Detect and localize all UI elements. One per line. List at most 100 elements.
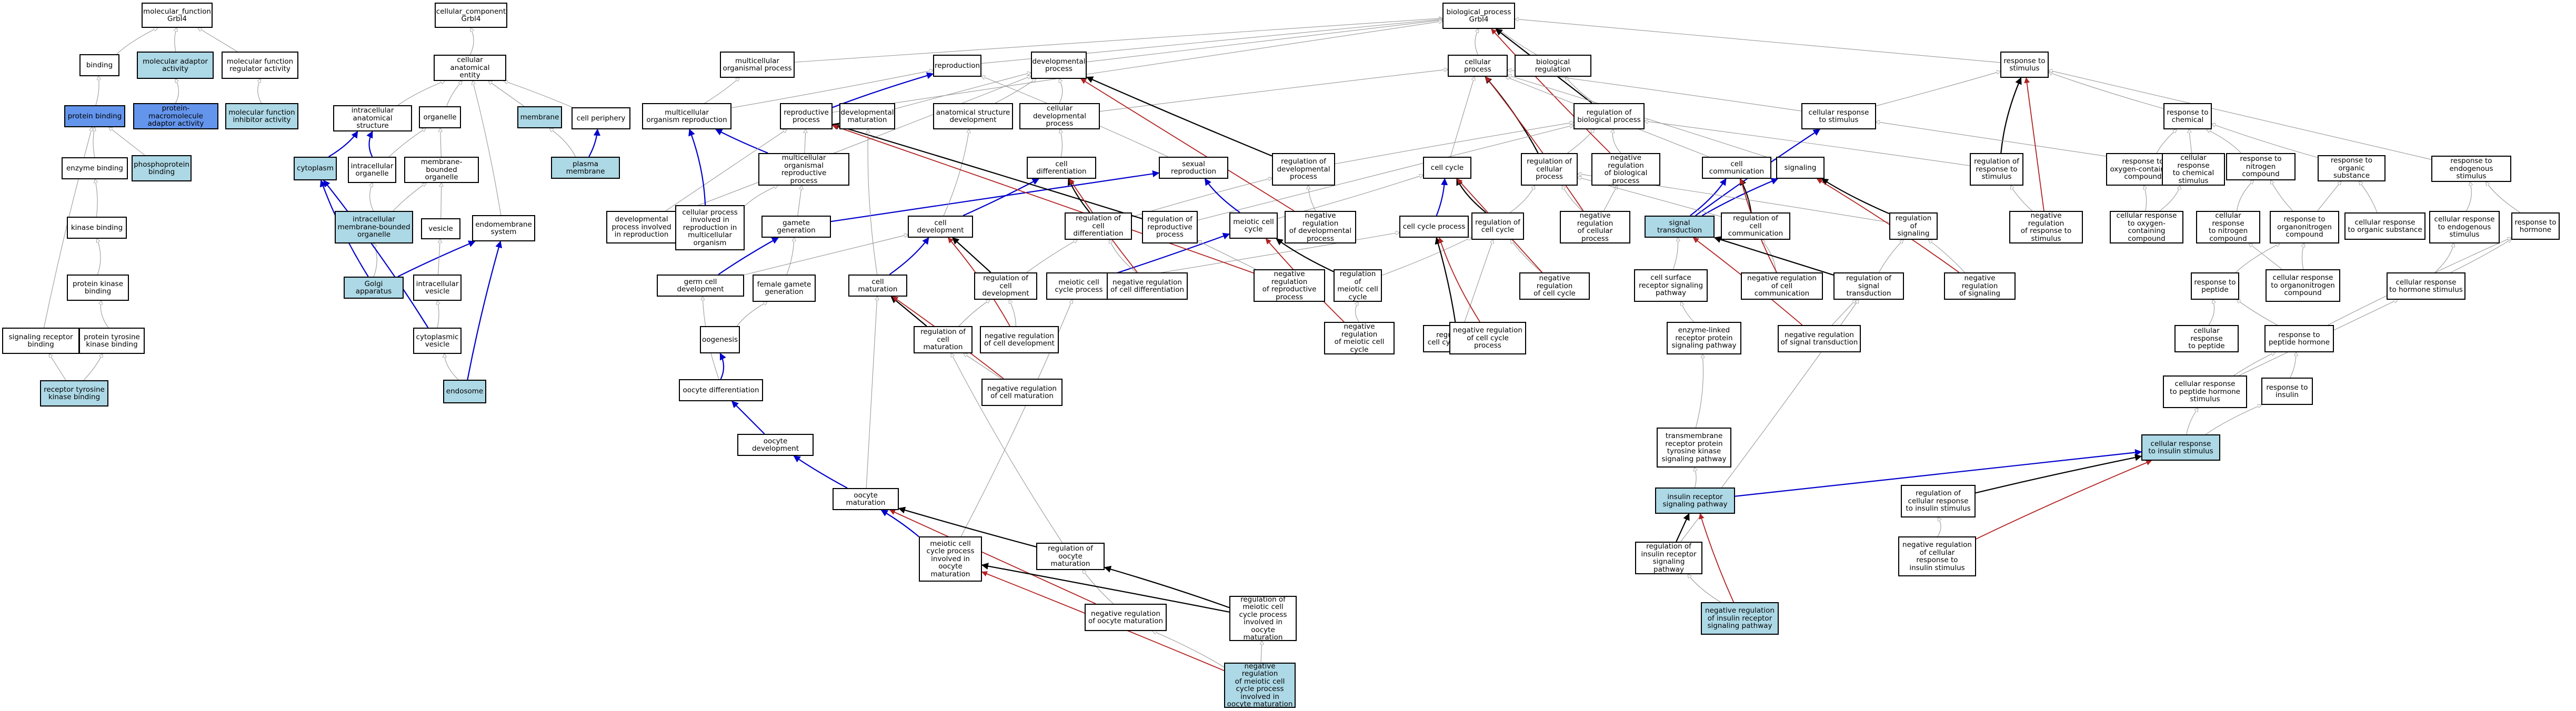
go-term-neg-reg-cell-mat[interactable]: negative regulation of cell maturation [981, 379, 1063, 406]
go-term-reg-signaling[interactable]: regulation of signaling [1889, 212, 1938, 240]
go-term-neg-reg-cell-resp-insulin[interactable]: negative regulation of cellular response… [1898, 536, 1976, 576]
go-term-cell-cycle[interactable]: cell cycle [1423, 157, 1471, 179]
go-term-resp-nitrogen[interactable]: response to nitrogen compound [2226, 153, 2296, 180]
go-term-neg-reg-signaling[interactable]: negative regulation of signaling [1944, 272, 2016, 300]
go-term-bp[interactable]: biological_process Grbl4 [1442, 3, 1515, 29]
go-term-cytoplasm[interactable]: cytoplasm [294, 157, 337, 180]
go-term-mol-adaptor[interactable]: molecular adaptor activity [137, 52, 214, 79]
go-term-mf-inhib[interactable]: molecular function inhibitor activity [225, 103, 298, 129]
go-term-neg-reg-cell-comm[interactable]: negative regulation of cell communicatio… [1741, 272, 1823, 300]
go-term-female-gamete[interactable]: female gamete generation [753, 275, 816, 302]
go-term-protein-binding[interactable]: protein binding [64, 105, 125, 127]
go-term-neg-reg-meiotic-cc[interactable]: negative regulation of meiotic cell cycl… [1324, 322, 1395, 354]
go-term-signaling[interactable]: signaling [1776, 157, 1825, 179]
go-term-resp-stim[interactable]: response to stimulus [2000, 52, 2049, 78]
go-term-cell-dev[interactable]: cell development [908, 216, 973, 238]
go-term-cell-resp-oxy[interactable]: cellular response to oxygen-containing c… [2110, 211, 2183, 243]
go-term-signal-transduction[interactable]: signal transduction [1645, 216, 1715, 238]
go-term-organelle[interactable]: organelle [419, 106, 461, 128]
go-term-dev-process[interactable]: developmental process [1031, 52, 1087, 79]
go-term-resp-chem[interactable]: response to chemical [2163, 103, 2212, 129]
go-term-kinase-binding[interactable]: kinase binding [67, 217, 127, 239]
go-term-neg-reg-cell-dev[interactable]: negative regulation of cell development [980, 326, 1059, 353]
go-term-vesicle[interactable]: vesicle [421, 218, 460, 239]
go-term-enzyme-binding[interactable]: enzyme binding [62, 157, 128, 179]
go-term-intra-org[interactable]: intracellular organelle [348, 157, 396, 183]
go-term-binding[interactable]: binding [79, 54, 119, 76]
go-term-resp-hormone[interactable]: response to hormone [2511, 212, 2560, 240]
go-term-neg-reg-bp[interactable]: negative regulation of biological proces… [1591, 153, 1660, 186]
go-term-plasma-membrane[interactable]: plasma membrane [551, 157, 620, 179]
go-term-oogenesis[interactable]: oogenesis [700, 326, 740, 353]
go-term-neg-reg-insulin-rsp[interactable]: negative regulation of insulin receptor … [1701, 602, 1779, 635]
go-term-sig-receptor[interactable]: signaling receptor binding [2, 328, 79, 354]
go-term-cyto-vesicle[interactable]: cytoplasmic vesicle [413, 328, 462, 354]
go-term-cell-resp-hormone[interactable]: cellular response to hormone stimulus [2387, 272, 2465, 300]
go-term-neg-reg-cp[interactable]: negative regulation of cellular process [1560, 211, 1630, 243]
go-term-golgi[interactable]: Golgi apparatus [344, 277, 404, 299]
go-term-oocyte-diff[interactable]: oocyte differentiation [679, 379, 763, 401]
go-term-neg-reg-resp[interactable]: negative regulation of response to stimu… [2009, 211, 2083, 243]
go-term-neg-reg-meiotic-ccp-oocyte[interactable]: negative regulation of meiotic cell cycl… [1224, 662, 1296, 708]
go-term-cell-cycle-process[interactable]: cell cycle process [1399, 216, 1469, 238]
go-term-cdp[interactable]: cellular developmental process [1019, 103, 1100, 129]
go-term-meiotic-cc[interactable]: meiotic cell cycle [1229, 212, 1278, 239]
go-term-dev-maturation[interactable]: developmental maturation [839, 103, 895, 129]
go-term-ptk-binding[interactable]: protein tyrosine kinase binding [79, 328, 145, 354]
go-term-mor[interactable]: multicellular organism reproduction [642, 103, 731, 129]
go-term-cell-resp-insulin[interactable]: cellular response to insulin stimulus [2141, 434, 2220, 461]
go-term-cc[interactable]: cellular_component Grbl4 [435, 3, 507, 28]
go-term-resp-organonitrogen[interactable]: response to organonitrogen compound [2270, 211, 2339, 243]
go-term-phosphoprotein[interactable]: phosphoprotein binding [132, 155, 192, 181]
go-term-protein-macro[interactable]: protein-macromolecule adaptor activity [133, 103, 218, 129]
go-term-reg-cell-resp-insulin[interactable]: regulation of cellular response to insul… [1901, 485, 1976, 517]
go-term-reg-oocyte-mat[interactable]: regulation of oocyte maturation [1036, 543, 1105, 570]
go-term-reg-bp[interactable]: regulation of biological process [1573, 103, 1645, 129]
go-term-neg-reg-signal-trans[interactable]: negative regulation of signal transducti… [1778, 325, 1861, 352]
go-term-bio-reg[interactable]: biological regulation [1515, 55, 1591, 77]
go-term-dev-repro[interactable]: developmental process involved in reprod… [606, 211, 677, 243]
go-term-membrane[interactable]: membrane [517, 106, 562, 128]
go-term-resp-organic[interactable]: response to organic substance [2318, 155, 2385, 181]
go-term-mbo[interactable]: membrane-bounded organelle [404, 157, 479, 183]
go-term-cp-repro[interactable]: cellular process involved in reproductio… [675, 205, 745, 250]
go-term-resp-insulin[interactable]: response to insulin [2261, 378, 2313, 405]
go-term-cell-maturation[interactable]: cell maturation [848, 275, 907, 297]
go-term-reg-meiotic-ccp-oocyte[interactable]: regulation of meiotic cell cycle process… [1229, 595, 1297, 641]
go-term-cellular-process[interactable]: cellular process [1448, 55, 1508, 77]
go-term-reproduction[interactable]: reproduction [933, 55, 981, 77]
go-term-cell-resp-stim[interactable]: cellular response to stimulus [1801, 103, 1876, 129]
go-term-cell-diff[interactable]: cell differentiation [1027, 157, 1096, 179]
go-term-neg-reg-cell-diff[interactable]: negative regulation of cell differentiat… [1107, 272, 1188, 300]
go-term-endomembrane[interactable]: endomembrane system [472, 215, 535, 241]
go-term-reg-cell-cycle[interactable]: regulation of cell cycle [1471, 212, 1524, 240]
go-term-reg-meiotic-cc[interactable]: regulation of meiotic cell cycle [1334, 269, 1382, 302]
go-term-morp[interactable]: multicellular organismal reproductive pr… [758, 153, 849, 186]
go-term-insulin-rsp[interactable]: insulin receptor signaling pathway [1655, 487, 1735, 514]
go-term-cell-resp-organic[interactable]: cellular response to organic substance [2344, 212, 2425, 240]
go-term-cell-resp-endo[interactable]: cellular response to endogenous stimulus [2429, 211, 2500, 243]
go-term-oocyte-dev[interactable]: oocyte development [737, 434, 814, 456]
go-term-cell-resp-nitrogen[interactable]: cellular response to nitrogen compound [2196, 211, 2260, 243]
go-term-sexual-repro[interactable]: sexual reproduction [1159, 157, 1228, 179]
go-term-meiotic-ccp-oocyte[interactable]: meiotic cell cycle process involved in o… [919, 536, 982, 582]
go-term-neg-reg-cell-cycle[interactable]: negative regulation of cell cycle [1519, 272, 1590, 300]
go-term-reg-insulin-rsp[interactable]: regulation of insulin receptor signaling… [1635, 542, 1702, 574]
go-term-meiotic-ccp[interactable]: meiotic cell cycle process [1046, 272, 1111, 300]
go-term-cell-resp-chem[interactable]: cellular response to chemical stimulus [2162, 153, 2225, 186]
go-term-resp-peptide-hormone[interactable]: response to peptide hormone [2264, 325, 2334, 352]
go-term-cell-surface-rsp[interactable]: cell surface receptor signaling pathway [1634, 269, 1708, 302]
go-term-reg-resp-stim[interactable]: regulation of response to stimulus [1970, 153, 2023, 186]
go-term-reg-cell-mat[interactable]: regulation of cell maturation [914, 326, 973, 353]
go-term-pk-binding[interactable]: protein kinase binding [67, 275, 129, 301]
go-term-cae[interactable]: cellular anatomical entity [434, 55, 506, 81]
go-term-repro-process[interactable]: reproductive process [780, 103, 833, 129]
go-term-rtk-binding[interactable]: receptor tyrosine kinase binding [40, 380, 108, 407]
go-term-gamete[interactable]: gamete generation [761, 216, 831, 238]
go-term-reg-cell-diff[interactable]: regulation of cell differentiation [1065, 212, 1132, 240]
go-term-enzyme-linked[interactable]: enzyme-linked receptor protein signaling… [1667, 322, 1741, 354]
go-term-reg-signal-trans[interactable]: regulation of signal transduction [1833, 272, 1904, 300]
go-term-cell-resp-pep-hormone[interactable]: cellular response to peptide hormone sti… [2163, 375, 2247, 408]
go-term-cell-resp-peptide[interactable]: cellular response to peptide [2174, 325, 2239, 352]
go-term-germ-cell-dev[interactable]: germ cell development [657, 275, 744, 297]
